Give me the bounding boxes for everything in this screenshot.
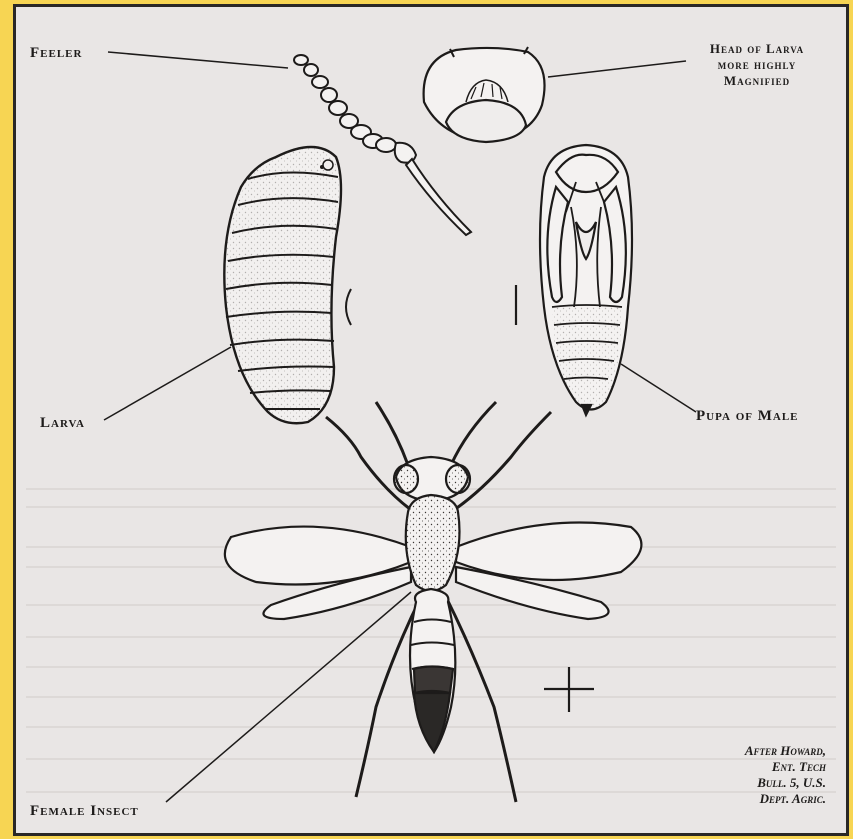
feeler-label: Feeler bbox=[30, 45, 82, 62]
illustration-plate: Feeler Head of Larva more highly Magnifi… bbox=[13, 4, 849, 836]
female-insect-label: Female Insect bbox=[30, 803, 139, 820]
head-label-line1: Head of Larva bbox=[694, 41, 820, 57]
credit-line2: Ent. Tech bbox=[706, 759, 826, 775]
bracket-mark-left bbox=[346, 289, 351, 325]
head-label-line2: more highly bbox=[694, 57, 820, 73]
larva-label: Larva bbox=[40, 415, 85, 432]
female-insect-drawing bbox=[225, 402, 642, 802]
source-credit: After Howard, Ent. Tech Bull. 5, U.S. De… bbox=[706, 743, 826, 807]
head-label: Head of Larva more highly Magnified bbox=[694, 41, 820, 89]
larva-leader-line bbox=[104, 347, 231, 420]
cross-mark bbox=[544, 667, 594, 712]
credit-line3: Bull. 5, U.S. bbox=[706, 775, 826, 791]
larva-drawing bbox=[224, 147, 341, 423]
head-label-line3: Magnified bbox=[694, 73, 820, 89]
pupa-label: Pupa of Male bbox=[696, 408, 799, 425]
pupa-drawing bbox=[540, 145, 632, 415]
pupa-leader-line bbox=[621, 364, 696, 412]
credit-line4: Dept. Agric. bbox=[706, 791, 826, 807]
larva-head-drawing bbox=[424, 47, 545, 142]
credit-line1: After Howard, bbox=[706, 743, 826, 759]
feeler-leader-line bbox=[108, 52, 288, 68]
head-leader-line bbox=[548, 61, 686, 77]
